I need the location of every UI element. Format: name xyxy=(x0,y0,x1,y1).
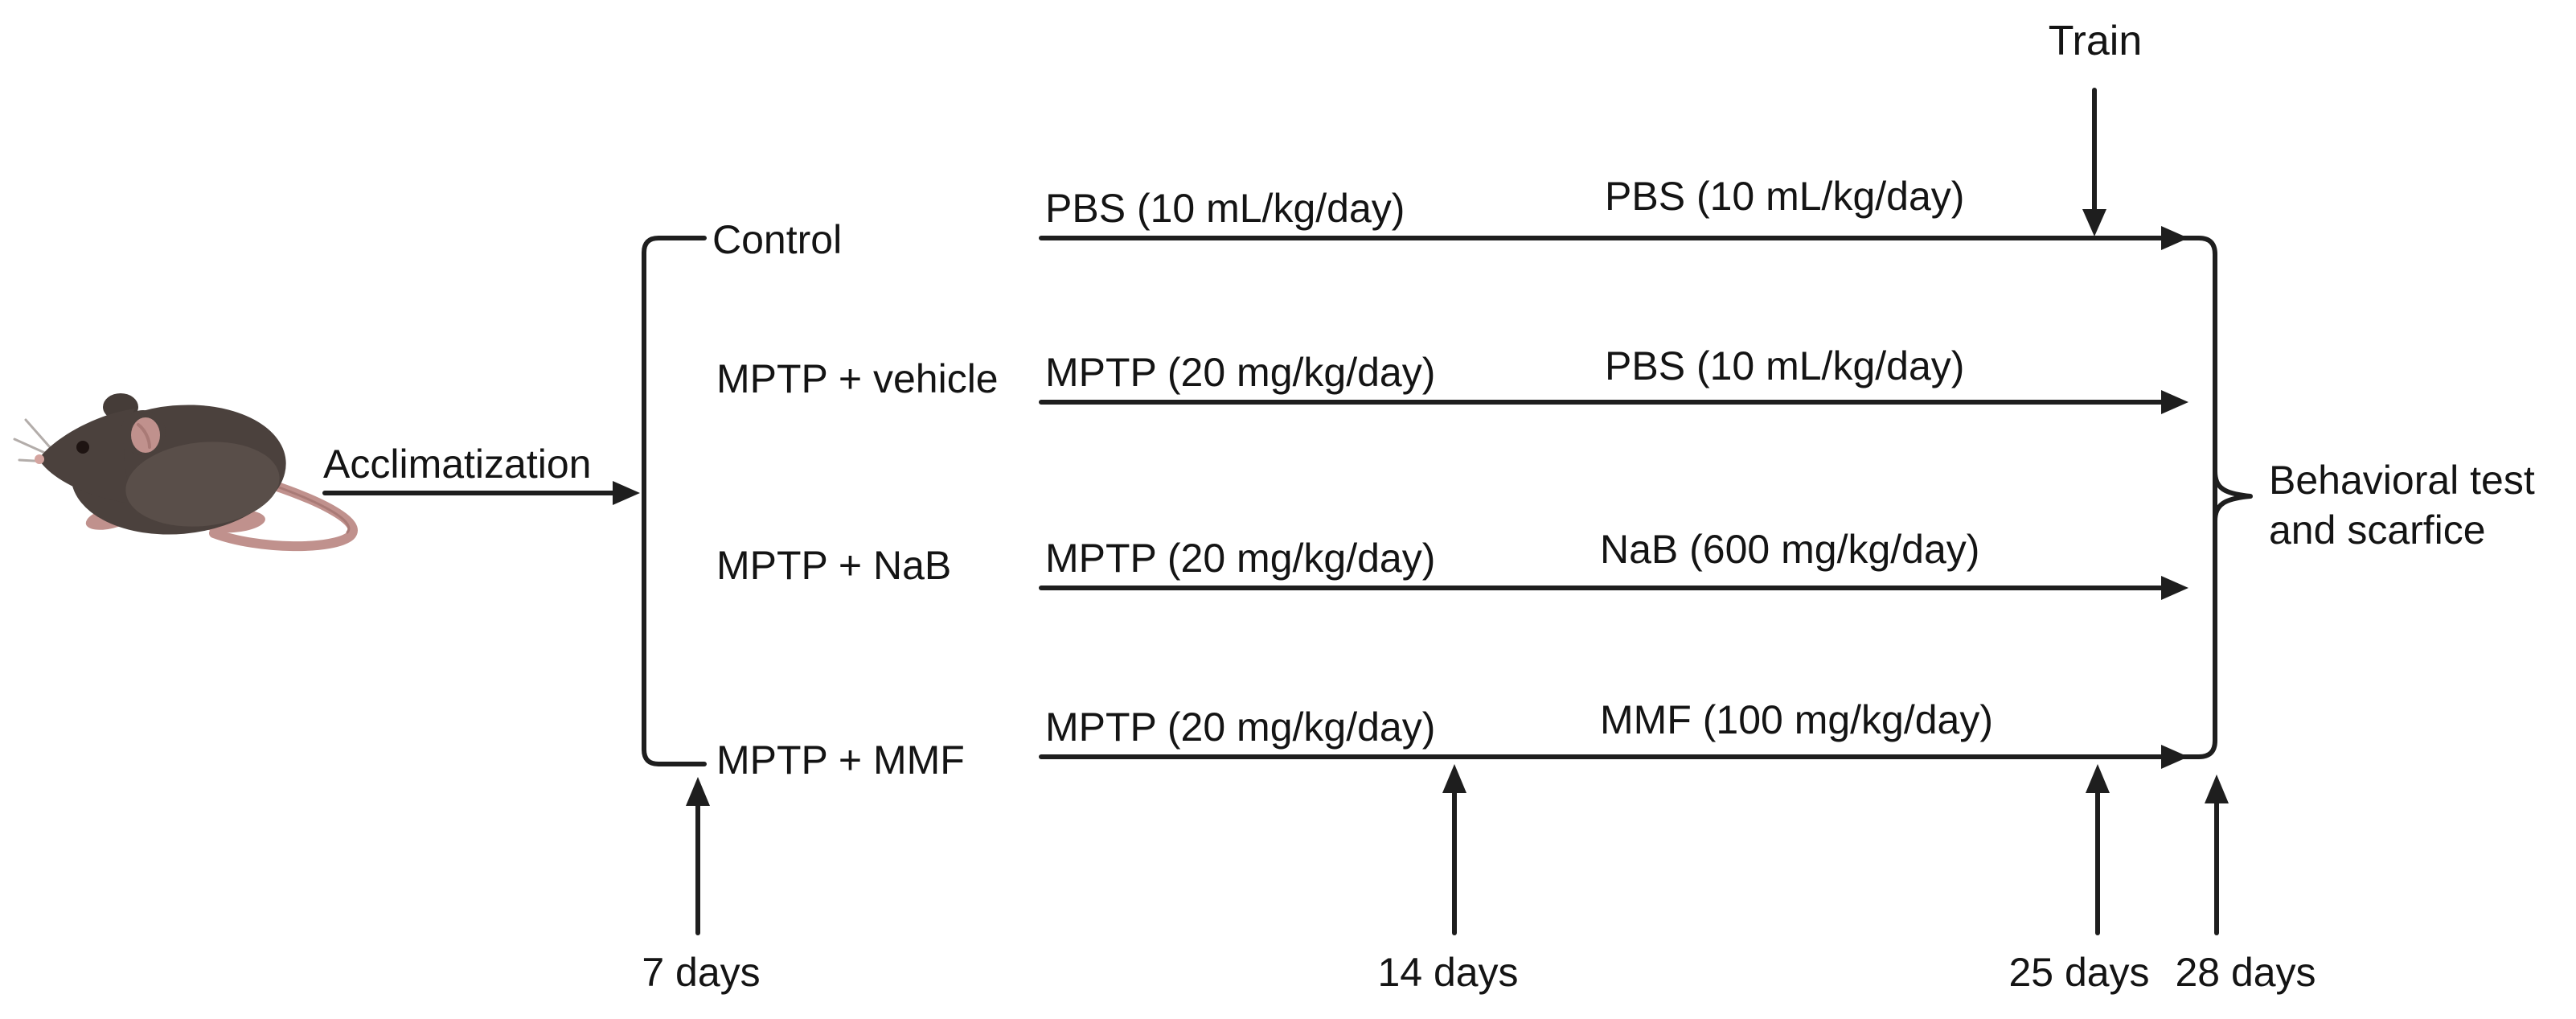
arrowhead-down xyxy=(2082,209,2106,236)
mouse-whisker xyxy=(13,438,48,455)
mouse-whisker xyxy=(24,418,51,449)
treatment-row2-phase1: MPTP (20 mg/kg/day) xyxy=(1045,350,1436,395)
row4-arrowhead xyxy=(2161,745,2188,769)
train-arrow xyxy=(2082,88,2106,236)
mouse-nose xyxy=(35,454,44,464)
treatment-row3-phase2: NaB (600 mg/kg/day) xyxy=(1600,527,1980,572)
mouse-tail-shade xyxy=(269,483,351,534)
arrowhead-up xyxy=(1442,764,1466,793)
group-label-mptp-vehicle: MPTP + vehicle xyxy=(716,356,999,401)
timepoint-arrow-14days xyxy=(1442,764,1466,935)
acclimatization-label: Acclimatization xyxy=(323,442,592,487)
mouse-illustration xyxy=(13,393,358,552)
timepoint-arrow-7days xyxy=(686,777,710,935)
group-label-mptp-mmf: MPTP + MMF xyxy=(716,738,965,783)
arrowhead-right xyxy=(613,481,640,505)
mouse-flank-highlight xyxy=(125,442,280,527)
arrowhead-up xyxy=(2086,764,2110,793)
timepoint-label-28days: 28 days xyxy=(2175,950,2316,995)
timeline-row1-row4-and-right-bracket xyxy=(1039,236,2217,759)
right-brace-tip xyxy=(2213,469,2253,524)
group-label-mptp-nab: MPTP + NaB xyxy=(716,543,952,588)
acclimatization-arrow xyxy=(322,481,640,505)
timepoint-arrow-28days xyxy=(2205,775,2229,935)
treatment-row4-phase1: MPTP (20 mg/kg/day) xyxy=(1045,705,1436,750)
treatment-row3-phase1: MPTP (20 mg/kg/day) xyxy=(1045,536,1436,581)
timeline-row2-line xyxy=(1039,390,2188,414)
treatment-row2-phase2: PBS (10 mL/kg/day) xyxy=(1605,343,1965,388)
timepoint-arrow-25days xyxy=(2086,764,2110,935)
timepoint-label-7days: 7 days xyxy=(642,950,761,995)
timepoint-label-14days: 14 days xyxy=(1377,950,1519,995)
row3-arrowhead xyxy=(2161,576,2188,600)
arrowhead-up xyxy=(2205,775,2229,803)
behavioral-test-line1: Behavioral test xyxy=(2269,458,2535,503)
treatment-row1-phase2: PBS (10 mL/kg/day) xyxy=(1605,174,1965,219)
left-group-bracket xyxy=(642,236,707,766)
timeline-row3-line xyxy=(1039,576,2188,600)
behavioral-test-label: Behavioral test and scarfice xyxy=(2269,455,2535,555)
mouse-eye xyxy=(76,441,89,454)
arrowhead-up xyxy=(686,777,710,806)
behavioral-test-line2: and scarfice xyxy=(2269,507,2486,553)
timepoint-label-25days: 25 days xyxy=(2008,950,2150,995)
treatment-row4-phase2: MMF (100 mg/kg/day) xyxy=(1600,697,1994,742)
mouse-head xyxy=(39,409,137,504)
group-label-control: Control xyxy=(712,217,843,262)
row2-arrowhead xyxy=(2161,390,2188,414)
treatment-row1-phase1: PBS (10 mL/kg/day) xyxy=(1045,186,1405,231)
row1-arrowhead xyxy=(2161,226,2188,250)
train-label: Train xyxy=(2048,18,2143,64)
mouse-ear-fold xyxy=(137,423,151,449)
